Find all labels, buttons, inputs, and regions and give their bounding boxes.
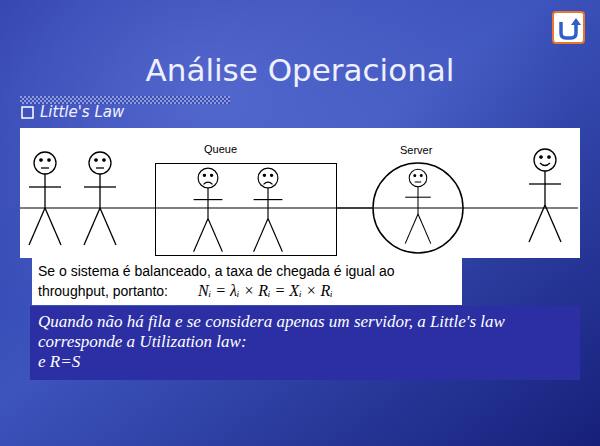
bullet-square xyxy=(22,107,33,118)
bullet-text: Little's Law xyxy=(40,103,124,121)
flow-connector xyxy=(337,207,372,208)
queue-box: Queue xyxy=(155,163,337,256)
server-outline xyxy=(372,162,464,254)
return-icon xyxy=(553,12,584,43)
note-box: Quando não há fila e se considera apenas… xyxy=(30,306,580,380)
shape-label: Queue xyxy=(204,143,237,155)
server-ring xyxy=(373,163,463,253)
note-text: Quando não há fila e se considera apenas… xyxy=(38,312,543,352)
title-rule xyxy=(20,96,230,104)
flow-line xyxy=(20,207,578,208)
note-text: e R=S xyxy=(38,352,572,372)
slide-title: Análise Operacional xyxy=(0,52,600,88)
illustration-panel xyxy=(20,128,580,258)
server-circle: Server xyxy=(372,162,464,254)
stick-figures xyxy=(29,149,561,252)
shape-label: Server xyxy=(400,144,432,156)
text-band: Se o sistema é balanceado, a taxa de che… xyxy=(32,258,462,305)
formula: Nᵢ = λᵢ × Rᵢ = Xᵢ × Rᵢ xyxy=(198,281,333,301)
